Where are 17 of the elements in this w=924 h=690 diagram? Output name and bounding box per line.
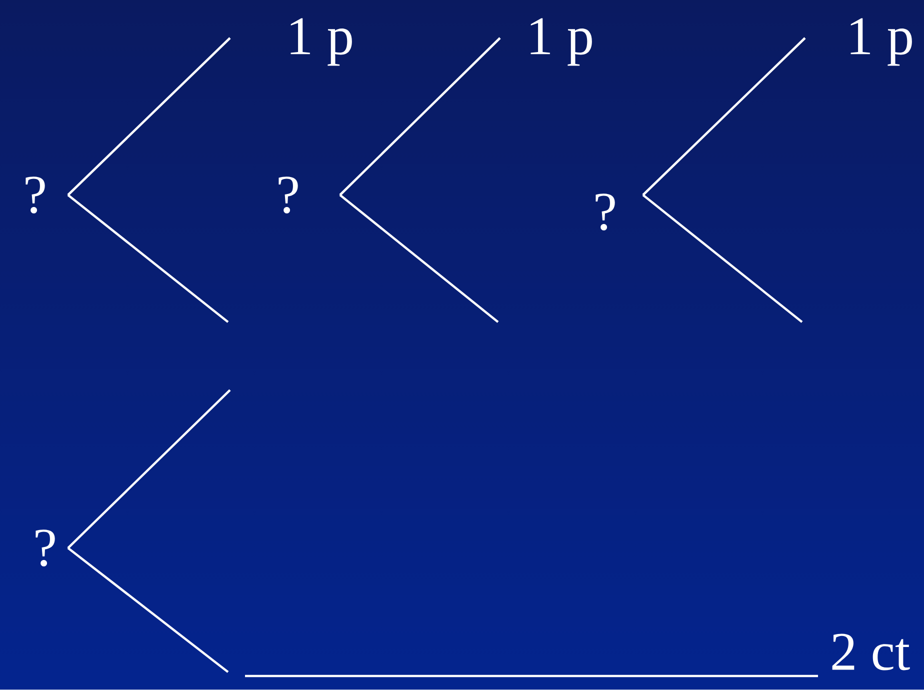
tree-label: 1 p: [290, 18, 352, 66]
tree-label: ?: [596, 194, 615, 230]
branch-line: [339, 194, 499, 323]
branch-line: [339, 37, 501, 196]
branch-line: [67, 389, 231, 549]
tree-label: 1 p: [530, 18, 592, 66]
branch-line: [67, 37, 231, 196]
branch-line: [67, 547, 229, 673]
tree-label: ?: [36, 530, 55, 566]
branch-line: [67, 194, 229, 323]
branch-line: [642, 37, 806, 196]
tree-label: ?: [278, 176, 298, 214]
tree-label: 2 ct: [832, 634, 910, 670]
branch-line: [245, 674, 818, 678]
tree-label: 1 p: [850, 18, 912, 66]
tree-label: ?: [26, 176, 45, 214]
branch-line: [642, 194, 803, 323]
